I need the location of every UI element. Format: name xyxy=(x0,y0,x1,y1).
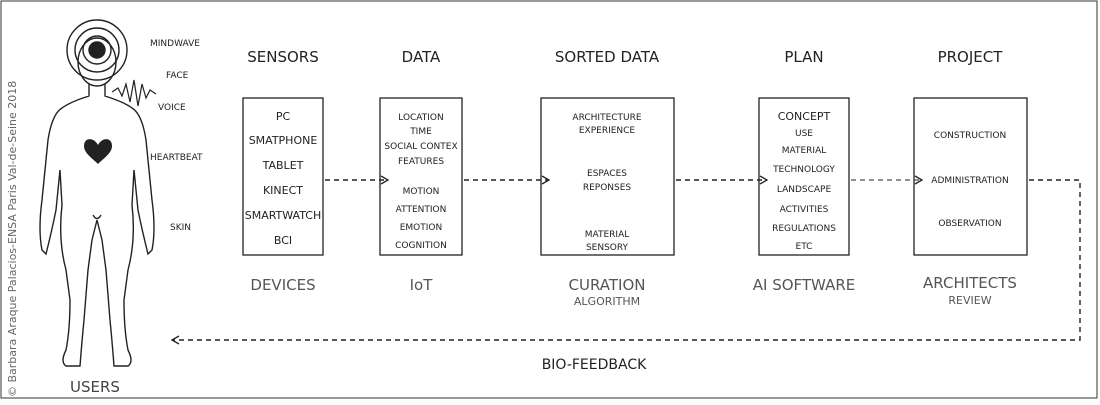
signal-face: FACE xyxy=(166,71,189,81)
stage-header: PROJECT xyxy=(938,48,1004,66)
stage-box xyxy=(379,97,463,256)
stage-item: REGULATIONS xyxy=(772,224,836,234)
stage-item: USE xyxy=(795,129,813,139)
stage-plan: PLAN CONCEPT USE MATERIAL TECHNOLOGY LAN… xyxy=(753,48,855,294)
stage-footer-sub: REVIEW xyxy=(948,294,991,307)
stage-footer: CURATION xyxy=(569,276,646,294)
stage-item: REPONSES xyxy=(583,183,632,193)
signal-mindwave: MINDWAVE xyxy=(150,39,200,49)
stage-item: BCI xyxy=(274,234,292,247)
stage-item: SOCIAL CONTEX xyxy=(384,142,457,152)
stage-item: LOCATION xyxy=(398,113,444,123)
stage-footer: AI SOFTWARE xyxy=(753,276,855,294)
stage-footer: IoT xyxy=(410,276,434,294)
stage-item: COGNITION xyxy=(395,241,447,251)
heart-icon xyxy=(84,139,112,164)
signal-heartbeat: HEARTBEAT xyxy=(150,153,203,163)
users-label: USERS xyxy=(70,378,120,396)
stage-item: PC xyxy=(276,110,291,123)
stage-item: MATERIAL xyxy=(585,230,630,240)
bio-feedback-label: BIO-FEEDBACK xyxy=(542,357,647,373)
stage-item: TIME xyxy=(409,127,432,137)
stage-box xyxy=(913,97,1028,256)
photo-credit: © Barbara Araque Palacios-ENSA Paris Val… xyxy=(6,81,19,397)
stage-footer-sub: ALGORITHM xyxy=(574,295,640,308)
stage-item: FEATURES xyxy=(398,157,444,167)
stage-header: SENSORS xyxy=(247,48,319,66)
bio-feedback-loop-arrow xyxy=(170,179,1081,345)
stage-item: OBSERVATION xyxy=(938,219,1001,229)
stage-item: SMATPHONE xyxy=(249,134,318,147)
stage-item: ETC xyxy=(796,242,813,252)
stage-footer: ARCHITECTS xyxy=(923,274,1017,292)
stage-item: SMARTWATCH xyxy=(245,209,322,222)
stage-data: DATA LOCATION TIME SOCIAL CONTEX FEATURE… xyxy=(379,48,463,294)
stage-item: LANDSCAPE xyxy=(777,185,832,195)
stage-box xyxy=(242,97,324,256)
stage-item: TABLET xyxy=(262,159,304,172)
stage-item: ATTENTION xyxy=(396,205,447,215)
stage-item: KINECT xyxy=(263,184,303,197)
stage-item: MATERIAL xyxy=(782,146,827,156)
stage-item: EXPERIENCE xyxy=(579,126,636,136)
stage-footer: DEVICES xyxy=(250,276,315,294)
stage-item: TECHNOLOGY xyxy=(772,165,835,175)
stage-item: SENSORY xyxy=(586,243,629,253)
stage-item: CONCEPT xyxy=(778,110,831,123)
user-figure-icon xyxy=(39,19,157,367)
stage-sorted-data: SORTED DATA ARCHITECTURE EXPERIENCE ESPA… xyxy=(540,48,675,308)
stage-sensors: SENSORS PC SMATPHONE TABLET KINECT SMART… xyxy=(242,48,324,294)
stage-header: SORTED DATA xyxy=(555,48,660,66)
stage-item: ACTIVITIES xyxy=(780,205,829,215)
stage-box xyxy=(540,97,675,256)
stage-item: EMOTION xyxy=(400,223,443,233)
stage-box xyxy=(758,97,850,256)
signal-skin: SKIN xyxy=(170,223,191,233)
stage-project: PROJECT CONSTRUCTION ADMINISTRATION OBSE… xyxy=(913,48,1028,307)
stage-header: DATA xyxy=(402,48,441,66)
stage-item: ADMINISTRATION xyxy=(931,176,1008,186)
stage-item: ESPACES xyxy=(587,169,627,179)
signal-voice: VOICE xyxy=(158,103,186,113)
stage-item: MOTION xyxy=(403,187,440,197)
stage-item: CONSTRUCTION xyxy=(934,131,1006,141)
stage-header: PLAN xyxy=(784,48,823,66)
stage-item: ARCHITECTURE xyxy=(572,113,641,123)
